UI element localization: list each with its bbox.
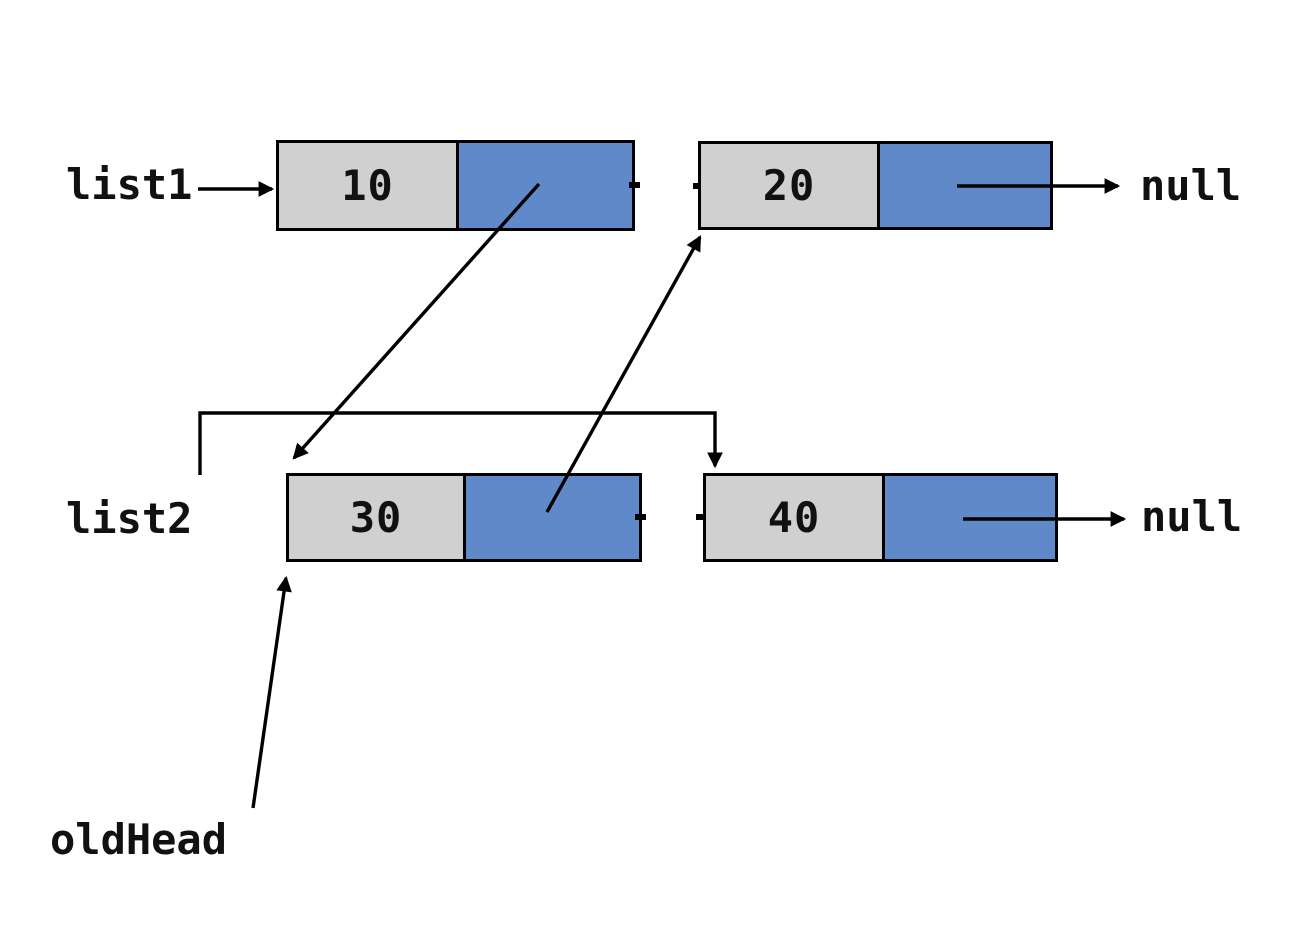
label-null-bottom: null <box>1141 492 1243 541</box>
arrow-list2-elbow-to-node40 <box>198 411 723 475</box>
label-oldhead: oldHead <box>50 815 228 864</box>
label-null-top: null <box>1140 161 1242 210</box>
arrow-oldhead-to-node30 <box>251 575 292 809</box>
erased-link-stub-marks <box>629 182 703 520</box>
node-30: 30 <box>286 473 642 562</box>
node-10-value-cell: 10 <box>279 143 459 228</box>
node-40-value-cell: 40 <box>706 476 885 559</box>
node-30-value-cell: 30 <box>289 476 466 559</box>
node-10: 10 <box>276 140 635 231</box>
node-20-value-cell: 20 <box>701 144 880 227</box>
node-20: 20 <box>698 141 1053 230</box>
node-10-pointer-cell <box>459 143 632 228</box>
node-40-pointer-cell <box>885 476 1055 559</box>
node-30-pointer-cell <box>466 476 639 559</box>
label-list2: list2 <box>66 494 193 543</box>
arrow-node30-next-to-node20 <box>545 235 702 513</box>
node-20-pointer-cell <box>880 144 1050 227</box>
label-list1: list1 <box>66 160 193 209</box>
node-40: 40 <box>703 473 1058 562</box>
